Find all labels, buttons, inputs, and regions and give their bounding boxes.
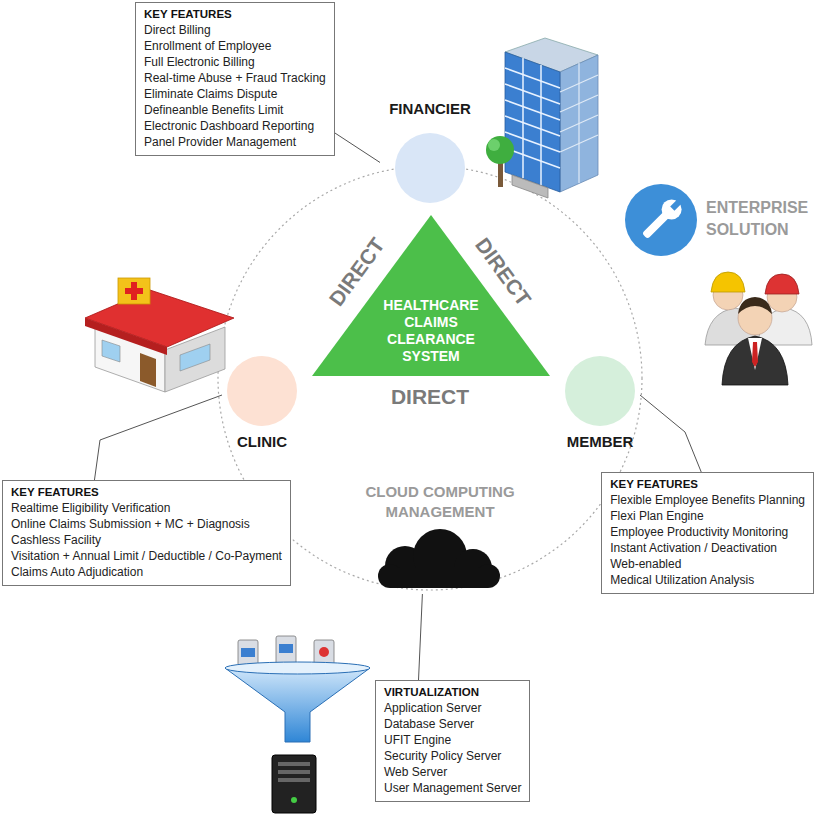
circle-fill xyxy=(395,133,465,203)
role-circle: CLINIC xyxy=(222,355,302,455)
feature-item: Enrollment of Employee xyxy=(144,38,326,54)
feature-item: Security Policy Server xyxy=(384,748,521,764)
feature-item: Eliminate Claims Dispute xyxy=(144,86,326,102)
feature-item: Full Electronic Billing xyxy=(144,54,326,70)
icon-circle xyxy=(625,184,697,256)
enterprise-label: ENTERPRISE SOLUTION xyxy=(706,197,812,241)
feature-item: Instant Activation / Deactivation xyxy=(610,540,805,556)
circle-shape xyxy=(226,355,298,427)
feature-item: Defineanble Benefits Limit xyxy=(144,102,326,118)
feature-item: UFIT Engine xyxy=(384,732,521,748)
feature-item: Medical Utilization Analysis xyxy=(610,572,805,588)
cloud-node: CLOUD COMPUTING MANAGEMENT xyxy=(360,482,520,594)
direct-label: DIRECT xyxy=(391,385,469,409)
feature-item: Web-enabled xyxy=(610,556,805,572)
cloud-fill xyxy=(378,529,500,588)
circle-shape xyxy=(394,132,466,204)
circle-fill xyxy=(565,356,635,426)
feature-item: Flexible Employee Benefits Planning xyxy=(610,492,805,508)
feature-item: Flexi Plan Engine xyxy=(610,508,805,524)
feature-box: KEY FEATURESFlexible Employee Benefits P… xyxy=(601,472,814,594)
system-label: HEALTHCARE CLAIMS CLEARANCE SYSTEM xyxy=(361,297,501,365)
leader-connector xyxy=(335,133,380,163)
leader-connector xyxy=(94,395,222,480)
leader-connector xyxy=(640,395,701,472)
feature-item: Cashless Facility xyxy=(11,532,282,548)
wrench-symbol xyxy=(638,193,688,243)
clinic-illustration xyxy=(85,278,234,392)
funnel-illustration xyxy=(225,636,370,742)
circle-shape xyxy=(564,355,636,427)
enterprise-icon xyxy=(624,183,698,257)
feature-item: Online Claims Submission + MC + Diagnosi… xyxy=(11,516,282,532)
feature-item: Real-time Abuse + Fraud Tracking xyxy=(144,70,326,86)
building-illustration xyxy=(486,38,598,198)
feature-item: Panel Provider Management xyxy=(144,134,326,150)
feature-item: Electronic Dashboard Reporting xyxy=(144,118,326,134)
feature-item: Visitation + Annual Limit / Deductible /… xyxy=(11,548,282,564)
feature-box: VIRTUALIZATIONApplication ServerDatabase… xyxy=(375,680,530,802)
role-label: CLINIC xyxy=(202,433,322,451)
feature-box: KEY FEATURESRealtime Eligibility Verific… xyxy=(2,480,291,586)
feature-item: Employee Productivity Monitoring xyxy=(610,524,805,540)
feature-box: KEY FEATURESDirect BillingEnrollment of … xyxy=(135,2,335,156)
feature-item: Realtime Eligibility Verification xyxy=(11,500,282,516)
triangle-fill xyxy=(312,215,550,376)
feature-item: Web Server xyxy=(384,764,521,780)
role-circle: MEMBER xyxy=(560,355,640,455)
server-illustration xyxy=(272,755,316,813)
role-label: MEMBER xyxy=(540,433,660,451)
cloud-shape xyxy=(360,526,520,594)
feature-item: Application Server xyxy=(384,700,521,716)
cloud-label: CLOUD COMPUTING MANAGEMENT xyxy=(360,482,520,522)
feature-item: User Management Server xyxy=(384,780,521,796)
feature-item: Direct Billing xyxy=(144,22,326,38)
feature-heading: KEY FEATURES xyxy=(11,485,282,500)
leader-connector xyxy=(419,594,423,680)
feature-heading: KEY FEATURES xyxy=(610,477,805,492)
role-circle: ENTERPRISE SOLUTION xyxy=(624,183,814,257)
feature-item: Claims Auto Adjudication xyxy=(11,564,282,580)
feature-heading: VIRTUALIZATION xyxy=(384,685,521,700)
role-label: FINANCIER xyxy=(360,100,500,118)
feature-heading: KEY FEATURES xyxy=(144,7,326,22)
role-circle: FINANCIER xyxy=(380,98,480,202)
circle-fill xyxy=(227,356,297,426)
workers-illustration xyxy=(705,272,812,385)
feature-item: Database Server xyxy=(384,716,521,732)
